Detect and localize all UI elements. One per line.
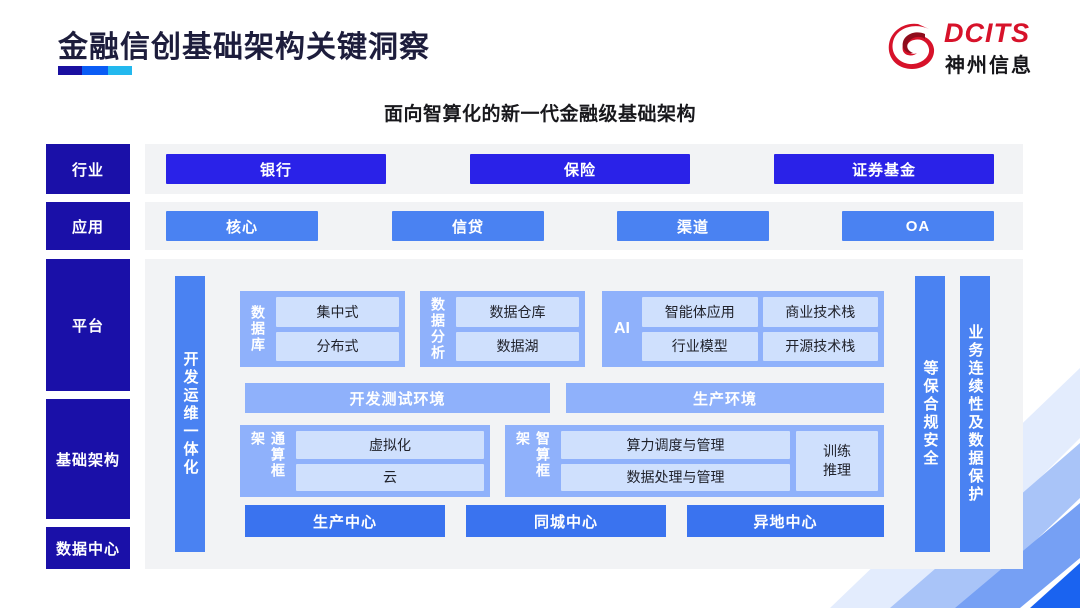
industry-chip-securities[interactable]: 证券基金 <box>774 154 994 184</box>
ai-item-industry-model[interactable]: 行业模型 <box>642 331 758 361</box>
application-chip-core[interactable]: 核心 <box>166 211 318 241</box>
dcits-logo: DCITS 神州信息 <box>888 16 1048 78</box>
data-center-remote[interactable]: 异地中心 <box>687 505 884 537</box>
environment-bar-dev-test[interactable]: 开发测试环境 <box>245 383 550 413</box>
data-center-same-city[interactable]: 同城中心 <box>466 505 666 537</box>
diagram-subtitle: 面向智算化的新一代金融级基础架构 <box>383 104 696 125</box>
logo-text-cn: 神州信息 <box>945 55 1033 77</box>
logo-text-en: DCITS <box>944 18 1030 48</box>
application-chip-credit[interactable]: 信贷 <box>392 211 544 241</box>
accent-segment-3 <box>107 66 132 75</box>
ai-item-commercial-stack[interactable]: 商业技术栈 <box>762 297 878 327</box>
application-chip-oa[interactable]: OA <box>842 211 994 241</box>
group-ai[interactable]: AI 智能体应用 商业技术栈 行业模型 开源技术栈 <box>602 291 884 367</box>
industry-chip-insurance[interactable]: 保险 <box>470 154 690 184</box>
smart-compute-train-inference-box[interactable]: 训练 推理 <box>796 431 878 491</box>
sidebar-item-application[interactable]: 应用 <box>46 202 130 250</box>
slide-header: 金融信创基础架构关键洞察 DCITS 神州信息 <box>0 0 1080 92</box>
sidebar-item-data-center[interactable]: 数据中心 <box>46 527 130 569</box>
smart-compute-item-scheduling[interactable]: 算力调度与管理 <box>561 431 790 459</box>
general-compute-item-cloud[interactable]: 云 <box>296 463 484 491</box>
group-label-database: 数据库 <box>250 305 266 353</box>
group-label-ai: AI <box>614 320 630 337</box>
industry-chip-bank[interactable]: 银行 <box>166 154 386 184</box>
vertical-bar-devops[interactable]: 开发运维一体化 <box>175 276 205 552</box>
accent-segment-1 <box>58 66 83 75</box>
sidebar-item-infrastructure[interactable]: 基础架构 <box>46 399 130 519</box>
data-center-production[interactable]: 生产中心 <box>245 505 445 537</box>
group-label-general-compute: 通算框架 <box>250 431 286 479</box>
data-analysis-item-lake[interactable]: 数据湖 <box>456 331 579 361</box>
group-data-analysis[interactable]: 数据分析 数据仓库 数据湖 <box>420 291 585 367</box>
inference-label: 推理 <box>823 462 851 478</box>
ai-item-opensource-stack[interactable]: 开源技术栈 <box>762 331 878 361</box>
database-item-centralized[interactable]: 集中式 <box>276 297 399 327</box>
general-compute-item-virtualization[interactable]: 虚拟化 <box>296 431 484 459</box>
group-label-smart-compute: 智算框架 <box>515 431 551 479</box>
group-smart-compute-framework[interactable]: 智算框架 算力调度与管理 数据处理与管理 训练 推理 <box>505 425 884 497</box>
application-chip-channel[interactable]: 渠道 <box>617 211 769 241</box>
group-database[interactable]: 数据库 集中式 分布式 <box>240 291 405 367</box>
database-item-distributed[interactable]: 分布式 <box>276 331 399 361</box>
environment-bar-production[interactable]: 生产环境 <box>566 383 884 413</box>
smart-compute-item-data-processing[interactable]: 数据处理与管理 <box>561 463 790 491</box>
data-analysis-item-warehouse[interactable]: 数据仓库 <box>456 297 579 327</box>
train-label: 训练 <box>823 443 851 460</box>
vertical-bar-security[interactable]: 等保合规安全 <box>915 276 945 552</box>
group-general-compute-framework[interactable]: 通算框架 虚拟化 云 <box>240 425 490 497</box>
sidebar-item-platform[interactable]: 平台 <box>46 259 130 391</box>
group-label-data-analysis: 数据分析 <box>430 297 446 361</box>
sidebar-item-industry[interactable]: 行业 <box>46 144 130 194</box>
accent-segment-2 <box>82 66 108 75</box>
vertical-bar-continuity[interactable]: 业务连续性及数据保护 <box>960 276 990 552</box>
title-accent-bar <box>58 66 132 75</box>
dcits-swirl-logo-icon <box>888 23 935 69</box>
ai-item-agent-app[interactable]: 智能体应用 <box>642 297 758 327</box>
page-title: 金融信创基础架构关键洞察 <box>58 31 430 64</box>
